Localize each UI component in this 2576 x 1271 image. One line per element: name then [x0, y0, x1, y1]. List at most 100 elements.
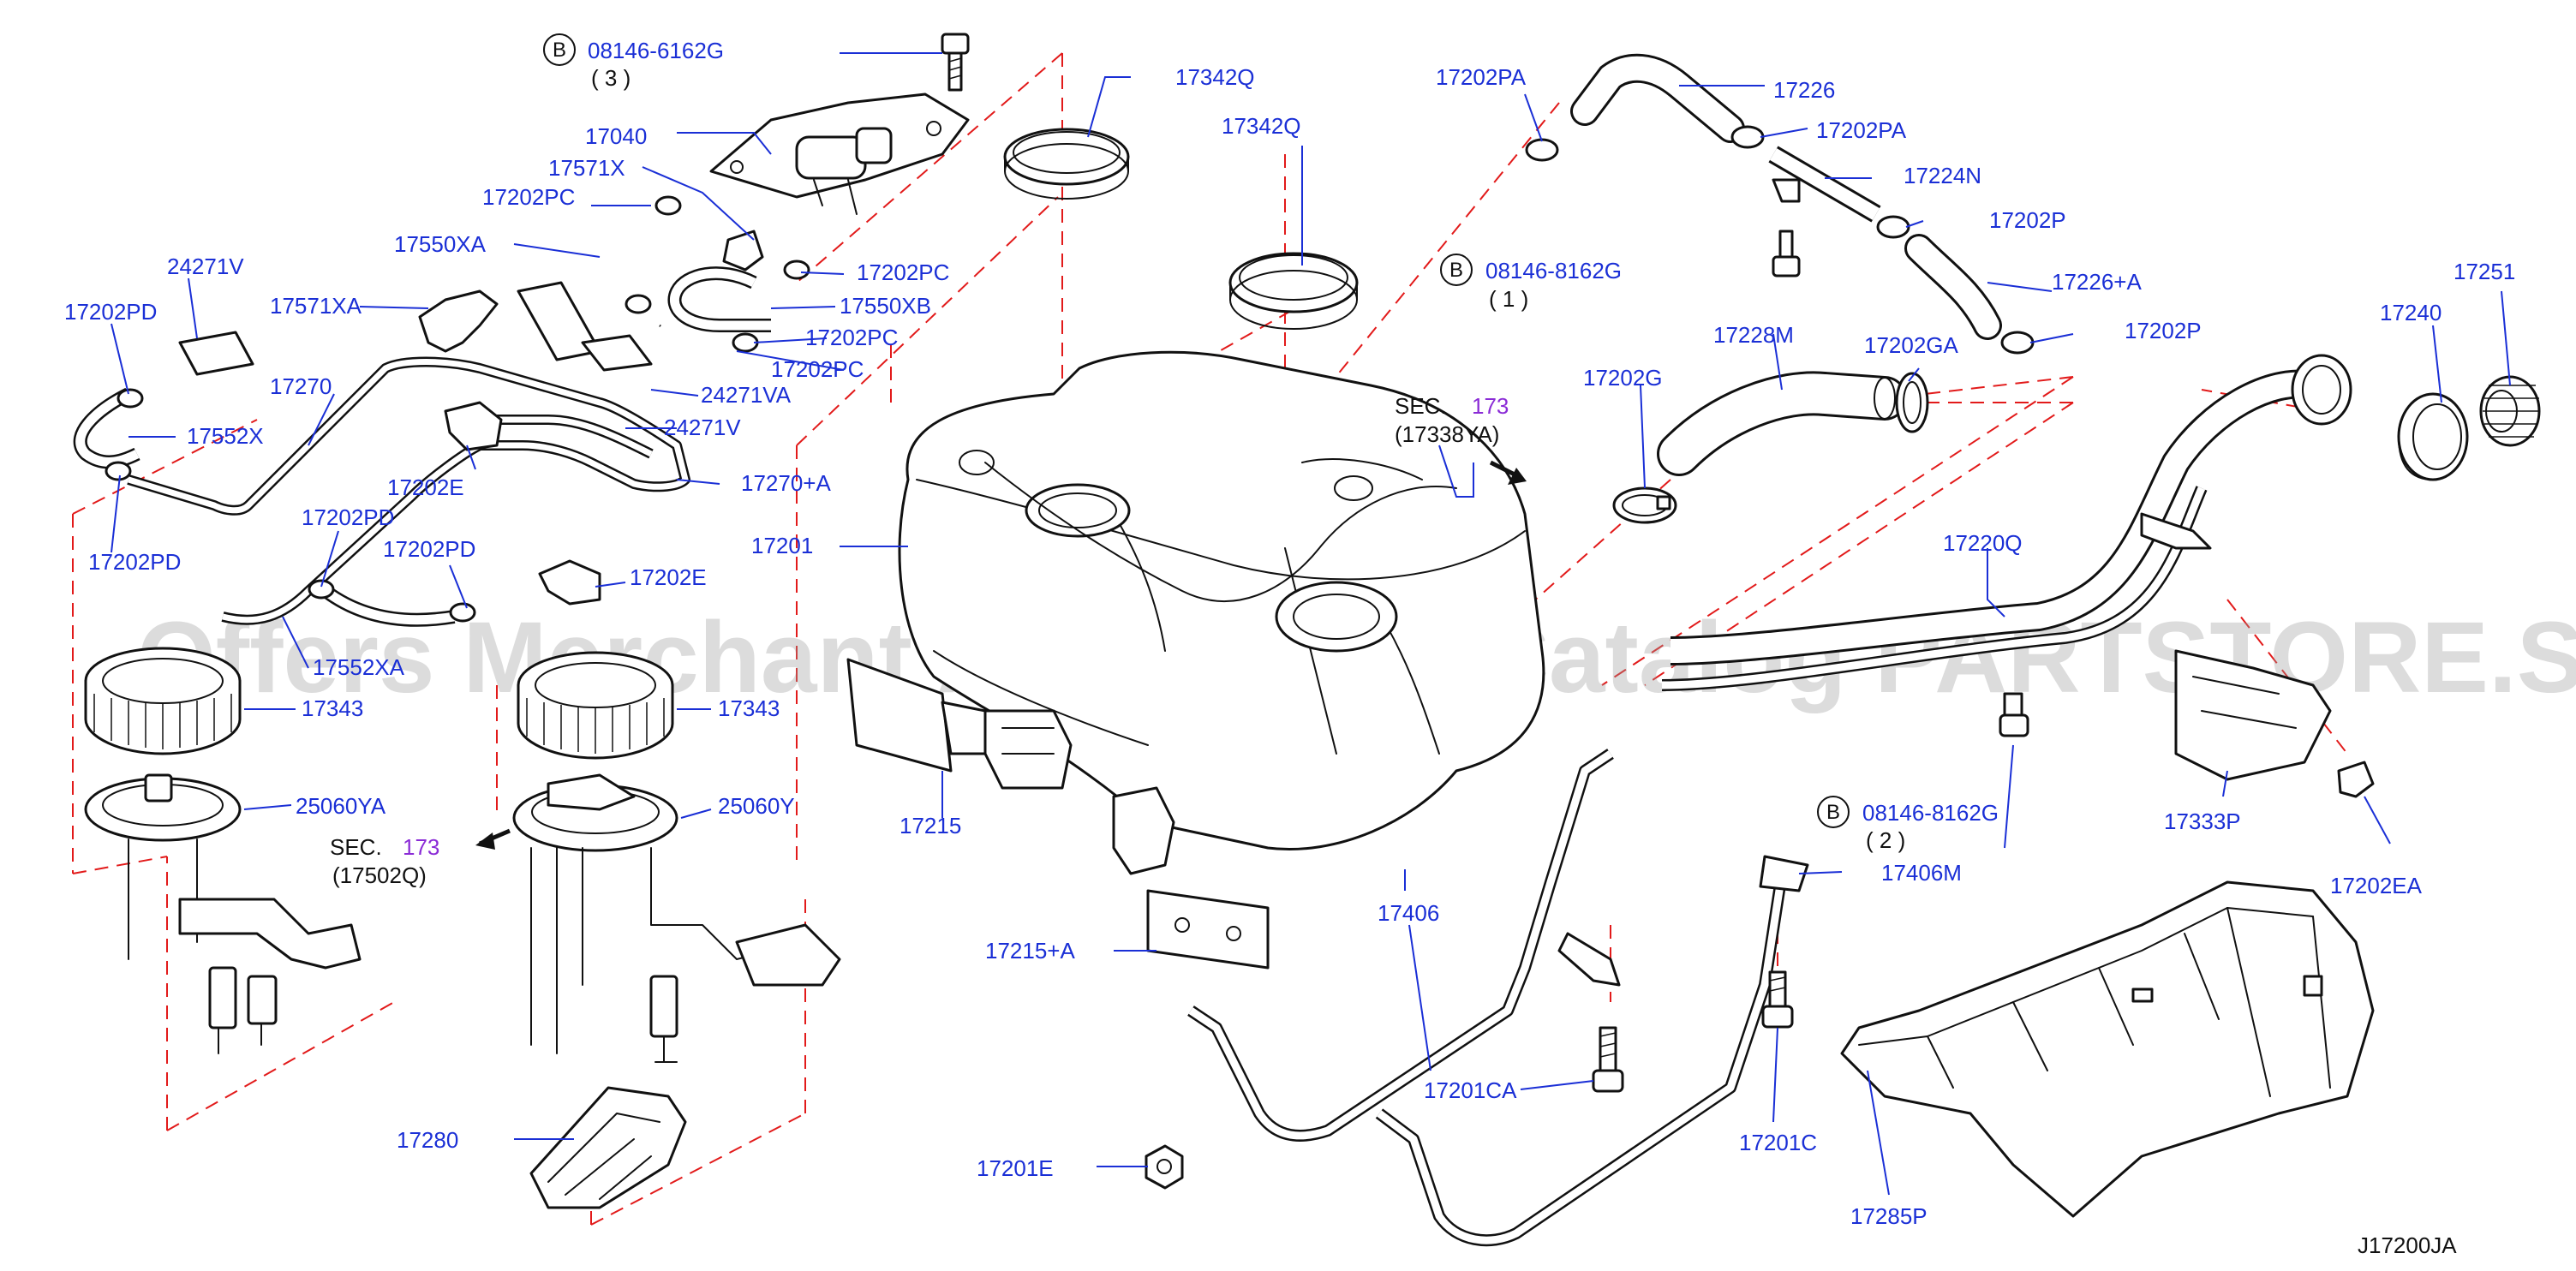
leader-lines	[111, 76, 2511, 1196]
part-label[interactable]: 17201CA	[1424, 1077, 1517, 1103]
sec-subref: (17338YA)	[1395, 421, 1499, 447]
part-label[interactable]: 17202PD	[88, 549, 181, 575]
part-label[interactable]: 17226+A	[2052, 269, 2142, 295]
bolt-quantity: ( 2 )	[1866, 827, 1905, 853]
part-label[interactable]: 17270+A	[741, 470, 831, 496]
part-label[interactable]: 17215	[900, 813, 961, 838]
part-label[interactable]: 17550XB	[840, 293, 931, 319]
lock-ring-17343-left	[84, 647, 242, 755]
part-label[interactable]: 17220Q	[1943, 530, 2023, 556]
protector-17333P	[2174, 649, 2332, 781]
part-label[interactable]: 17202PD	[64, 299, 157, 325]
bolt-part-number: 08146-8162G	[1485, 258, 1622, 283]
cover-17280	[529, 1086, 687, 1209]
part-label[interactable]: 17201	[751, 533, 813, 558]
vent-hose-17226A	[1904, 234, 2002, 340]
sec-number: 173	[1472, 393, 1509, 419]
part-label[interactable]: 17202PC	[805, 325, 898, 350]
hose-17550XB	[667, 266, 771, 332]
part-label[interactable]: 17202PC	[482, 184, 575, 210]
part-label[interactable]: 17333P	[2164, 809, 2241, 834]
sec-subref: (17502Q)	[332, 862, 427, 888]
part-label[interactable]: 17202PC	[771, 356, 864, 382]
part-label[interactable]: 17201C	[1739, 1130, 1817, 1155]
part-label[interactable]: 17270	[270, 373, 332, 399]
part-label[interactable]: 17202E	[387, 474, 464, 500]
label-plate-24271V	[178, 331, 254, 376]
fuel-gauge-unit-25060YA	[84, 773, 362, 1054]
bolt-part-number: 08146-6162G	[588, 38, 724, 63]
bolt-quantity: ( 3 )	[591, 65, 631, 91]
bolt-callout-08146-6162G: B 08146-6162G ( 3 )	[543, 33, 942, 91]
hose-17552XA	[321, 585, 456, 627]
fuel-tube-17270	[127, 356, 690, 625]
bracket-17215	[846, 658, 1073, 790]
bolt-17201C	[1761, 970, 1794, 1029]
part-label[interactable]: 17552X	[187, 423, 264, 449]
part-label[interactable]: 24271V	[664, 415, 741, 440]
part-label[interactable]: 17251	[2453, 259, 2515, 284]
filler-cap-ring-17240	[2397, 392, 2469, 481]
part-label[interactable]: 17202PA	[1816, 117, 1907, 143]
label-plate-24271VA	[517, 281, 653, 372]
section-ref-17502Q: SEC. 173 (17502Q)	[330, 834, 439, 888]
part-label[interactable]: 17201E	[977, 1155, 1054, 1181]
part-label[interactable]: 17226	[1773, 77, 1835, 103]
part-label[interactable]: 17224N	[1904, 163, 1981, 188]
part-label[interactable]: 17202PD	[383, 536, 475, 562]
filler-tube-17220Q	[1661, 354, 2352, 691]
part-label[interactable]: 17285P	[1850, 1203, 1928, 1229]
part-label[interactable]: 17342Q	[1222, 113, 1301, 139]
part-label[interactable]: 17228M	[1713, 322, 1794, 348]
part-label[interactable]: 17215+A	[985, 938, 1075, 964]
sec-number: 173	[403, 834, 439, 860]
bracket-17215A	[1112, 786, 1270, 970]
clip-17202E	[444, 401, 601, 606]
part-label[interactable]: 17406M	[1881, 860, 1962, 886]
bolt-filler-bracket	[1999, 692, 2029, 737]
sec-prefix: SEC.	[1395, 393, 1447, 419]
part-label[interactable]: 17571XA	[270, 293, 362, 319]
hose-17550XA	[574, 205, 670, 330]
part-label[interactable]: 17202EA	[2330, 873, 2423, 898]
part-label[interactable]: 17343	[718, 695, 780, 721]
part-label[interactable]: 24271V	[167, 254, 244, 279]
part-label[interactable]: 17202G	[1583, 365, 1663, 391]
part-label[interactable]: 17202PC	[857, 260, 949, 285]
filler-hose-17228M	[1657, 371, 1907, 476]
part-label[interactable]: 25060YA	[296, 793, 386, 819]
part-label[interactable]: 25060Y	[718, 793, 795, 819]
purge-valve-17040	[709, 92, 970, 215]
part-label[interactable]: 17202P	[2125, 318, 2202, 343]
part-label[interactable]: 17202P	[1989, 207, 2066, 233]
part-label[interactable]: 17552XA	[313, 654, 405, 680]
part-label[interactable]: 17040	[585, 123, 647, 149]
part-label[interactable]: 17550XA	[394, 231, 487, 257]
diagram-code: J17200JA	[2358, 1232, 2457, 1258]
fuel-pump-25060Y	[512, 773, 841, 1063]
arrow-sec-17338YA	[1489, 460, 1527, 485]
part-label[interactable]: 17342Q	[1175, 64, 1255, 90]
part-label[interactable]: 17240	[2380, 300, 2442, 325]
bolt-upper-right	[1772, 230, 1801, 277]
bolt-marker-text: B	[553, 39, 566, 62]
bolt-callout-08146-8162G-1: B 08146-8162G ( 1 )	[1440, 254, 1622, 312]
strap-17406	[1187, 749, 1621, 1142]
lock-ring-17343-right	[517, 651, 674, 760]
part-label[interactable]: 17280	[397, 1127, 458, 1153]
sec-prefix: SEC.	[330, 834, 382, 860]
fuel-cap-17251	[2479, 375, 2541, 447]
clamp-17202GA	[1895, 372, 1929, 433]
part-label[interactable]: 24271VA	[701, 382, 792, 408]
part-label[interactable]: 17202PA	[1436, 64, 1527, 90]
vent-tube-17224N	[1768, 146, 1881, 223]
part-label[interactable]: 17406	[1378, 900, 1439, 926]
clamp-17202G	[1612, 486, 1677, 524]
part-label[interactable]: 17202PD	[302, 504, 394, 530]
part-label[interactable]: 17571X	[548, 155, 625, 181]
tank-seal-17342Q-lower	[1228, 252, 1359, 330]
part-label[interactable]: 17202GA	[1864, 332, 1959, 358]
part-label[interactable]: 17343	[302, 695, 363, 721]
section-ref-17338YA: SEC. 173 (17338YA)	[1395, 393, 1509, 498]
part-label[interactable]: 17202E	[630, 564, 707, 590]
